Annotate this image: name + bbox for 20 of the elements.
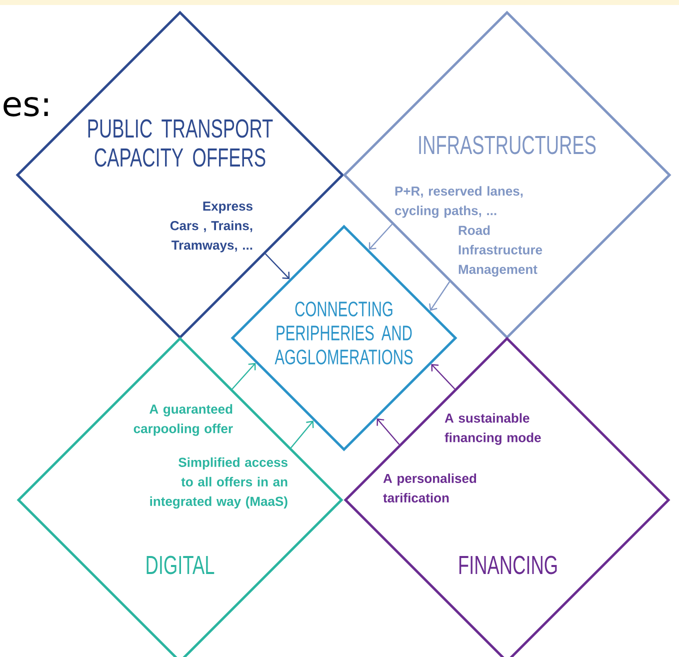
item-text: A personalised tarification [383, 473, 476, 503]
diamond-heading: DIGITAL [146, 556, 214, 574]
arrow [376, 418, 400, 445]
arrow [264, 253, 290, 280]
item-text: Express Cars , Trains, Tramways, ... [170, 202, 252, 252]
arrow [290, 420, 314, 448]
heading-fragment: es: [4, 96, 48, 116]
item-text: Road Infrastructure Management [458, 225, 542, 277]
item-text: A sustainable financing mode [444, 413, 541, 445]
item-text: A guaranteed carpooling offer [134, 404, 233, 436]
arrow [431, 364, 456, 390]
diamond-heading: FINANCING [459, 556, 557, 574]
center-heading: CONNECTING PERIPHERIES AND AGGLOMERATIONS [274, 302, 413, 364]
arrow [368, 224, 392, 250]
arrow [232, 362, 256, 390]
diamond-heading: PUBLIC TRANSPORT CAPACITY OFFERS [88, 119, 273, 167]
arrow [429, 281, 450, 311]
item-text: P+R, reserved lanes, cycling paths, ... [395, 186, 523, 218]
diamond-heading: INFRASTRUCTURES [419, 136, 596, 154]
item-text: Simplified access to all offers in an integrated way (MaaS) [150, 457, 288, 509]
